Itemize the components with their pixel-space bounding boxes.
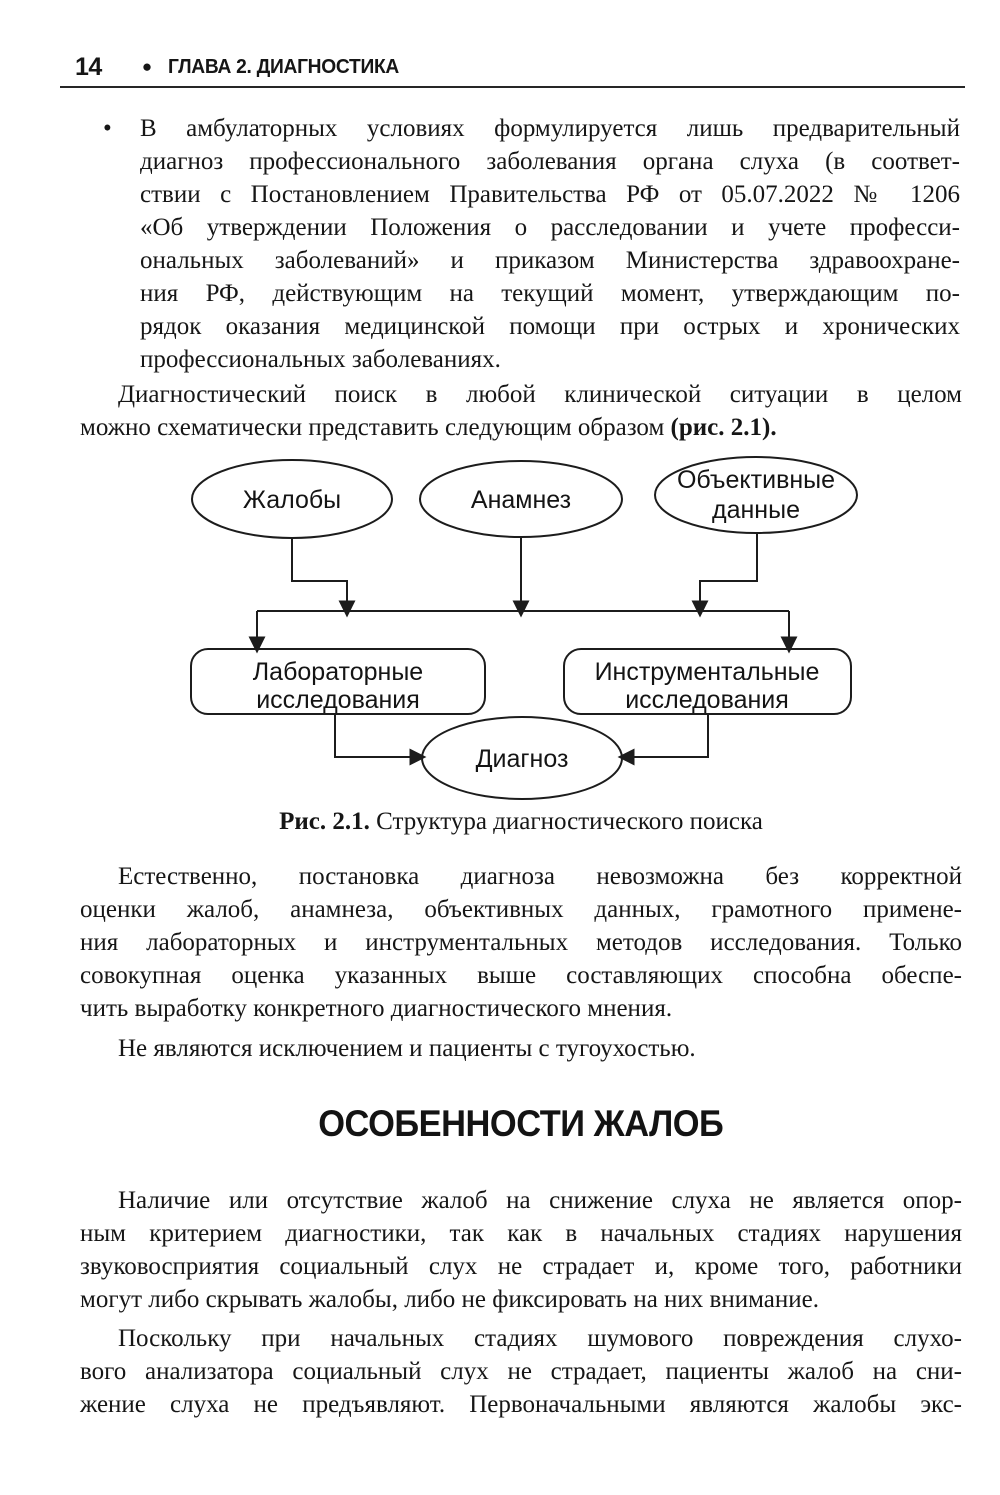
figure-2-1-flowchart: Жалобы Анамнез Объективные данные Лабора… — [150, 442, 900, 814]
text-line: ональных заболеваний» и приказом Министе… — [140, 247, 960, 274]
text-line: чить выработку конкретного диагностическ… — [80, 995, 673, 1022]
text-line: ния РФ, действующим на текущий момент, у… — [140, 280, 960, 307]
node-complaints-label: Жалобы — [243, 486, 341, 514]
paragraph-naturally: Естественно, постановка диагноза невозмо… — [80, 860, 962, 1025]
text-line: оценки жалоб, анамнеза, объективных данн… — [80, 896, 962, 923]
paragraph-ambulatory: В амбулаторных условиях формулируется ли… — [140, 112, 960, 376]
paragraph-no-exception: Не являются исключением и пациенты с туг… — [80, 1032, 962, 1065]
text-line: «Об утверждении Положения о расследовани… — [140, 214, 960, 241]
text-line: рядок оказания медицинской помощи при ос… — [140, 313, 960, 340]
node-instrumental-label-line2: исследования — [625, 686, 789, 714]
text-line: Естественно, постановка диагноза невозмо… — [118, 863, 962, 890]
node-diagnosis-shape — [421, 716, 623, 800]
text-line: профессиональных заболеваниях. — [140, 346, 501, 373]
text-line: Поскольку при начальных стадиях шумового… — [118, 1325, 962, 1352]
text-line: Наличие или отсутствие жалоб на снижение… — [118, 1187, 962, 1214]
text-line: Не являются исключением и пациенты с туг… — [118, 1035, 696, 1062]
text-line: диагноз профессионального заболевания ор… — [140, 148, 960, 175]
edge-instrumental-to-diagnosis — [617, 714, 709, 766]
header-bullet-icon: ● — [141, 57, 153, 76]
page-number: 14 — [75, 52, 102, 81]
paragraph-diagnostic-search: Диагностический поиск в любой клиническо… — [80, 378, 962, 444]
chapter-title: ГЛАВА 2. ДИАГНОСТИКА — [168, 55, 400, 78]
text-line: можно схематически представить следующим… — [80, 411, 962, 444]
flowchart-canvas: Жалобы Анамнез Объективные данные Лабора… — [190, 456, 858, 800]
text-line: звуковосприятия социальный слух не страд… — [80, 1253, 962, 1280]
list-bullet-icon: • — [103, 115, 112, 142]
node-lab-label-line2: исследования — [256, 686, 420, 714]
text-line: В амбулаторных условиях формулируется ли… — [140, 115, 960, 142]
paragraph-early-stages: Поскольку при начальных стадиях шумового… — [80, 1322, 962, 1421]
section-heading: ОСОБЕННОСТИ ЖАЛОБ — [80, 1102, 962, 1146]
node-anamnesis-label: Анамнез — [471, 486, 571, 514]
text-line: жение слуха не предъявляют. Первоначальн… — [80, 1391, 962, 1418]
page-header: 14 ● ГЛАВА 2. ДИАГНОСТИКА — [75, 52, 965, 82]
text-line: Диагностический поиск в любой клиническо… — [118, 381, 962, 408]
node-objective-label-line1: Объективные — [677, 466, 835, 494]
text-line: ния лабораторных и инструментальных мето… — [80, 929, 962, 956]
text-line: ным критерием диагностики, так как в нач… — [80, 1220, 962, 1247]
section-heading-text: ОСОБЕННОСТИ ЖАЛОБ — [318, 1103, 724, 1144]
text-run: можно схематически представить следующим… — [80, 414, 671, 441]
text-line: ствии с Постановлением Правительства РФ … — [140, 181, 960, 208]
edge-complaints-down — [291, 538, 356, 618]
node-diagnosis-label: Диагноз — [476, 745, 569, 773]
text-line: вого анализатора социальный слух не стра… — [80, 1358, 962, 1385]
edge-objective-down — [691, 533, 758, 618]
node-instrumental-label-line1: Инструментальные — [595, 658, 820, 686]
node-lab-shape — [190, 648, 486, 715]
figure-caption-text: Структура диагностического поиска — [369, 808, 763, 835]
edge-lab-to-diagnosis — [334, 714, 427, 766]
paragraph-complaints-presence: Наличие или отсутствие жалоб на снижение… — [80, 1184, 962, 1316]
figure-reference: (рис. 2.1). — [670, 414, 777, 441]
node-lab-label-line1: Лабораторные — [253, 658, 423, 686]
text-line: совокупная оценка указанных выше составл… — [80, 962, 962, 989]
header-rule — [60, 86, 965, 88]
figure-caption: Рис. 2.1. Структура диагностического пои… — [80, 806, 962, 838]
figure-caption-number: Рис. 2.1. — [279, 808, 370, 835]
node-objective-label-line2: данные — [712, 496, 800, 524]
text-line: могут либо скрывать жалобы, либо не фикс… — [80, 1286, 819, 1313]
